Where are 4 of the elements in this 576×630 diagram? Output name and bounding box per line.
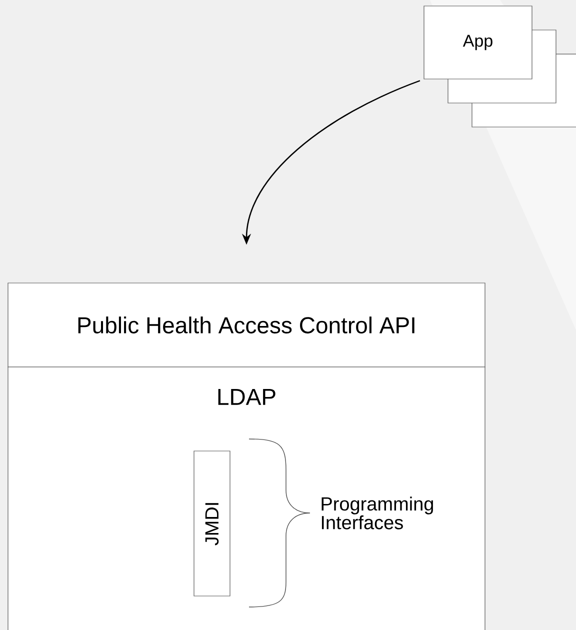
section-box: Public Health Access Control API xyxy=(8,282,486,368)
app-box: App xyxy=(424,6,532,80)
interface-box: JMDI xyxy=(194,450,230,596)
brace-label: Programming Interfaces xyxy=(322,496,433,530)
